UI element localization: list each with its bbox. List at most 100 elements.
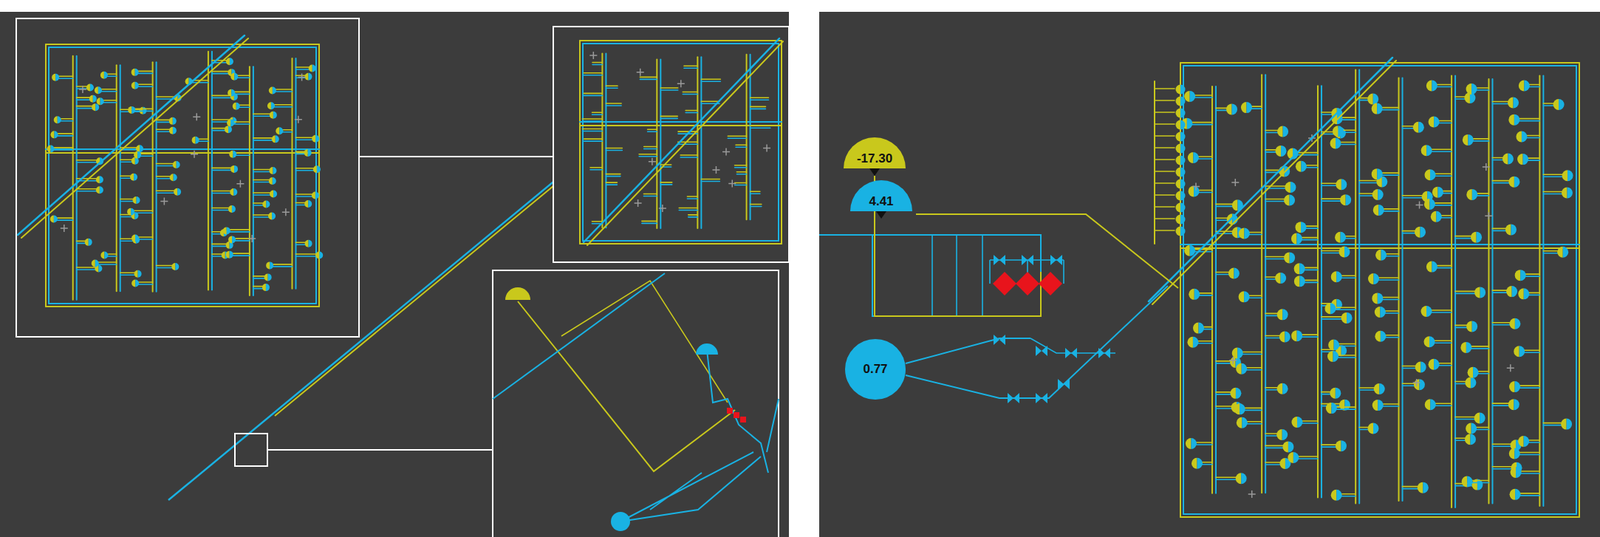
- water-lateral: [1341, 495, 1357, 498]
- service-node: [86, 84, 91, 92]
- service-node: [132, 196, 137, 204]
- water-lateral: [1265, 447, 1284, 450]
- service-node: [135, 144, 140, 153]
- water-main: [706, 350, 769, 473]
- service-node: [1294, 221, 1301, 233]
- sewer-main: [291, 58, 293, 289]
- sewer-lateral: [1154, 87, 1175, 90]
- service-node: [1472, 367, 1479, 379]
- sewer-lateral: [295, 202, 306, 204]
- service-node: [264, 273, 269, 281]
- service-node: [172, 161, 177, 169]
- sewer-lateral: [101, 88, 117, 91]
- water-lateral: [1301, 336, 1318, 338]
- sewer-lateral: [1246, 421, 1262, 423]
- service-node: [262, 283, 266, 292]
- service-node: [1376, 103, 1383, 115]
- water-lateral: [295, 153, 305, 156]
- sewer-lateral: [1470, 345, 1489, 348]
- sewer-lateral: [76, 188, 97, 190]
- hydrant-marker: [60, 224, 68, 232]
- service-node: [1509, 381, 1516, 393]
- sewer-lateral: [590, 166, 603, 169]
- water-lateral: [1520, 472, 1541, 475]
- hydrant-marker: [677, 79, 685, 88]
- hydrant-marker: [192, 113, 201, 121]
- water-lateral: [1265, 337, 1281, 340]
- sewer-lateral: [76, 105, 93, 108]
- sewer-main: [1578, 62, 1581, 518]
- sewer-lateral: [1525, 273, 1541, 275]
- water-lateral: [120, 216, 133, 218]
- water-lateral: [239, 106, 250, 108]
- sewer-main: [780, 40, 783, 244]
- sewer-lateral: [253, 275, 266, 278]
- water-lateral: [101, 90, 117, 93]
- sewer-main: [115, 65, 118, 292]
- service-node: [1229, 387, 1236, 399]
- water-lateral: [253, 181, 270, 184]
- service-node: [234, 73, 238, 81]
- service-node: [1421, 305, 1427, 317]
- water-lateral: [1519, 387, 1540, 389]
- water-lateral: [1265, 132, 1278, 134]
- service-node: [1421, 144, 1428, 156]
- sewer-lateral: [684, 65, 698, 67]
- water-lateral: [1321, 252, 1340, 255]
- service-node: [1331, 402, 1338, 414]
- water-lateral: [56, 219, 74, 221]
- water-lateral: [1382, 299, 1399, 301]
- water-lateral: [120, 240, 133, 242]
- sewer-lateral: [1246, 367, 1262, 369]
- service-node: [1380, 330, 1387, 343]
- water-lateral: [1321, 446, 1337, 448]
- sewer-lateral: [1265, 445, 1284, 447]
- water-lateral: [1198, 294, 1213, 297]
- service-node: [135, 68, 139, 77]
- sewer-lateral: [1492, 180, 1510, 182]
- water-lateral: [1382, 405, 1400, 408]
- service-node: [1299, 262, 1306, 275]
- water-lateral: [1321, 318, 1343, 320]
- sewer-lateral: [1341, 116, 1356, 119]
- service-node: [272, 87, 277, 95]
- water-lateral: [641, 223, 657, 225]
- service-node: [1429, 336, 1436, 348]
- service-node: [1291, 330, 1298, 342]
- water-lateral: [253, 216, 269, 218]
- water-lateral: [583, 74, 603, 77]
- inset-frame: [16, 18, 360, 337]
- water-lateral: [212, 209, 229, 212]
- service-node: [268, 87, 273, 95]
- sewer-lateral: [1402, 125, 1414, 128]
- service-node: [1327, 350, 1334, 362]
- sewer-lateral: [232, 252, 250, 255]
- water-lateral: [76, 161, 97, 164]
- water-lateral: [232, 254, 250, 257]
- service-node: [1192, 152, 1199, 164]
- service-node: [1509, 489, 1516, 501]
- sewer-lateral: [1402, 230, 1416, 232]
- water-lateral: [1472, 482, 1490, 484]
- water-main: [604, 53, 607, 228]
- service-node: [1474, 286, 1480, 298]
- water-lateral: [605, 149, 622, 152]
- sewer-lateral: [1435, 402, 1452, 405]
- sewer-lateral: [1523, 349, 1540, 351]
- water-main: [48, 46, 317, 49]
- water-lateral: [1341, 118, 1356, 121]
- service-node: [308, 149, 312, 157]
- water-lateral: [1215, 110, 1227, 112]
- service-node: [271, 212, 276, 221]
- service-node: [1300, 161, 1307, 173]
- service-node: [272, 177, 277, 185]
- service-node: [234, 165, 238, 173]
- sewer-lateral: [1359, 192, 1374, 195]
- water-lateral: [750, 127, 771, 129]
- valve-symbol: [1098, 347, 1111, 359]
- sewer-lateral: [103, 99, 117, 102]
- service-node: [308, 64, 313, 72]
- service-node: [1277, 383, 1283, 395]
- service-node: [1508, 176, 1515, 188]
- water-lateral: [1383, 210, 1400, 213]
